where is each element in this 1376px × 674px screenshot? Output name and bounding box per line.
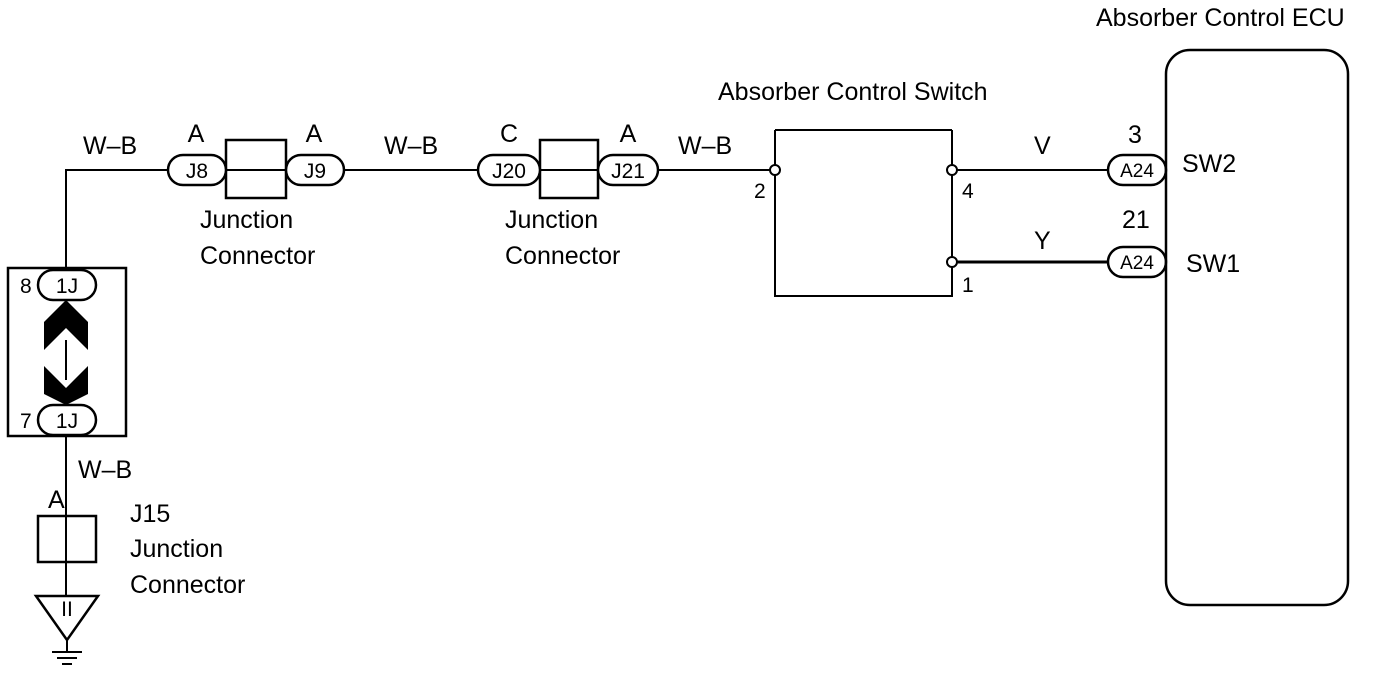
wire-label-wb-3: W–B bbox=[678, 132, 732, 160]
ecu-title: Absorber Control ECU bbox=[1096, 4, 1345, 32]
ground-mark: II bbox=[61, 598, 73, 621]
connector-j8-letter: A bbox=[188, 120, 205, 148]
connector-1j-block: 1J 8 1J 7 bbox=[6, 266, 128, 438]
connector-1j-bottom-label: 1J bbox=[56, 410, 78, 433]
switch-body bbox=[774, 170, 953, 297]
absorber-control-switch: Absorber Control Switch 2 4 1 bbox=[718, 78, 988, 297]
wire-label-v: V bbox=[1034, 132, 1051, 160]
wire-label-wb-4: W–B bbox=[78, 456, 132, 484]
junction-connector-j15: A J15 Junction Connector bbox=[36, 486, 245, 599]
connector-j8 bbox=[166, 153, 228, 187]
connector-j20 bbox=[476, 153, 542, 187]
switch-terminal-4 bbox=[946, 164, 958, 176]
chevron-down-icon bbox=[44, 366, 88, 405]
connector-j21 bbox=[596, 153, 660, 187]
junction-label-1-line1: Junction bbox=[200, 206, 293, 234]
connector-j9-letter: A bbox=[306, 120, 323, 148]
switch-terminal-1 bbox=[946, 256, 958, 268]
ecu-terminal-sw1: SW1 bbox=[1186, 250, 1240, 278]
switch-pin-2: 2 bbox=[754, 180, 766, 203]
connector-1j-top-pin: 8 bbox=[20, 275, 32, 298]
connector-a24-top-pin: 3 bbox=[1128, 121, 1142, 149]
wire-label-y: Y bbox=[1034, 227, 1051, 255]
connector-a24-bottom-pin: 21 bbox=[1122, 206, 1150, 234]
switch-pin-1: 1 bbox=[962, 274, 974, 297]
switch-title: Absorber Control Switch bbox=[718, 78, 988, 106]
connector-1j-bottom bbox=[36, 403, 98, 437]
connector-1j-top bbox=[36, 268, 98, 302]
connector-j8-label: J8 bbox=[186, 160, 208, 183]
connector-j15-letter: A bbox=[48, 486, 65, 514]
connector-j21-letter: A bbox=[620, 120, 637, 148]
absorber-control-ecu: Absorber Control ECU SW2 SW1 bbox=[1096, 4, 1350, 607]
connector-a24-bottom-label: A24 bbox=[1120, 253, 1154, 274]
connector-j9 bbox=[284, 153, 346, 187]
junction-label-1-line2: Connector bbox=[200, 242, 315, 270]
switch-pin-4: 4 bbox=[962, 180, 974, 203]
connector-j20-label: J20 bbox=[492, 160, 526, 183]
switch-terminal-2 bbox=[769, 164, 781, 176]
ground-symbol: II bbox=[33, 594, 101, 665]
ecu-terminal-sw2: SW2 bbox=[1182, 150, 1236, 178]
connector-a24-top-label: A24 bbox=[1120, 161, 1154, 182]
junction-label-2-line1: Junction bbox=[505, 206, 598, 234]
chevron-up-icon bbox=[44, 300, 88, 350]
wire-wb-left bbox=[65, 169, 168, 270]
connector-j15-name: J15 bbox=[130, 500, 170, 528]
connector-j21-label: J21 bbox=[611, 160, 645, 183]
connector-1j-bottom-pin: 7 bbox=[20, 410, 32, 433]
wire-label-wb-1: W–B bbox=[83, 132, 137, 160]
connector-j15-line1: Junction bbox=[130, 535, 223, 563]
connector-1j-top-label: 1J bbox=[56, 275, 78, 298]
wire-label-wb-2: W–B bbox=[384, 132, 438, 160]
junction-connector-j20-j21: J20 J21 C A Junction Connector bbox=[476, 120, 660, 270]
ground-triangle-icon bbox=[33, 594, 101, 643]
ecu-connectors: A24 3 A24 21 bbox=[1106, 121, 1168, 279]
junction-label-2-line2: Connector bbox=[505, 242, 620, 270]
connector-j20-letter: C bbox=[500, 120, 518, 148]
ecu-box bbox=[1164, 48, 1350, 607]
junction-connector-j8-j9: J8 J9 A A Junction Connector bbox=[166, 120, 346, 270]
connector-j9-label: J9 bbox=[304, 160, 326, 183]
connector-j15-line2: Connector bbox=[130, 571, 245, 599]
wire-labels: W–B W–B W–B V Y W–B bbox=[78, 132, 1051, 484]
